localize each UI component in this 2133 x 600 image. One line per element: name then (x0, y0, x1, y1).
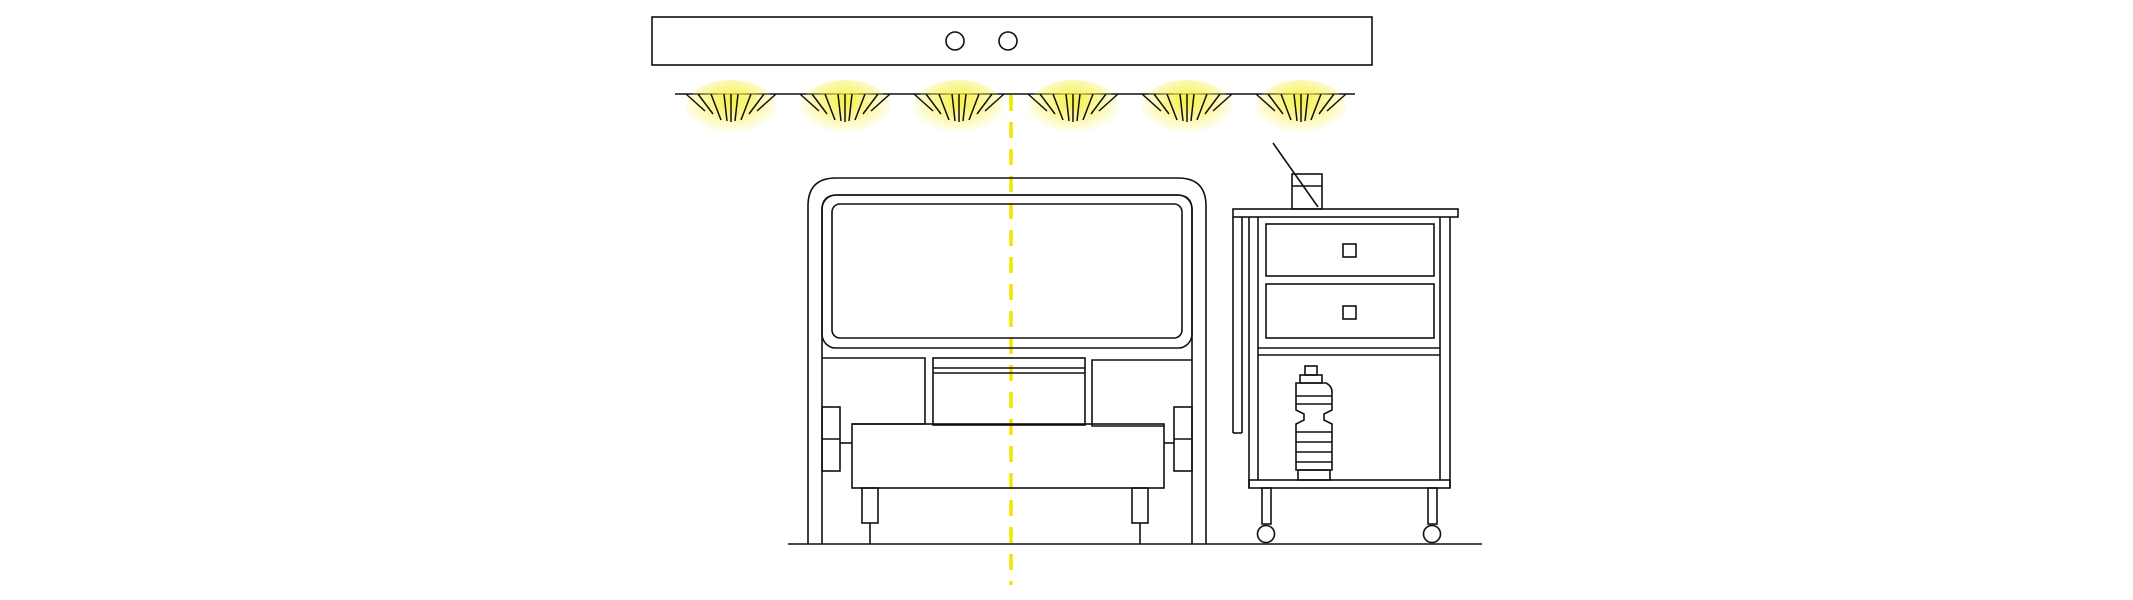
light-bar-button-1 (945, 31, 965, 51)
drawer-2 (1265, 283, 1435, 339)
light-bar-button-2 (998, 31, 1018, 51)
light-2 (799, 80, 891, 140)
light-ray (1280, 93, 1292, 121)
light-ray (748, 93, 765, 115)
light-ray (1141, 93, 1162, 112)
cabinet-top (1232, 208, 1459, 218)
light-ray (837, 93, 842, 122)
bedside-cabinet (1232, 142, 1459, 544)
light-ray (1065, 93, 1070, 122)
light-ray (1052, 93, 1064, 121)
light-ray (811, 93, 828, 115)
bed-leg-left (861, 487, 879, 524)
light-ray (848, 93, 853, 122)
lights-group (685, 80, 1347, 140)
light-ray (1326, 93, 1347, 112)
headboard-panel-frame (821, 194, 1193, 349)
light-ray (710, 93, 722, 121)
light-ray (1179, 93, 1184, 122)
light-ray (1076, 93, 1081, 122)
light-ray (1204, 93, 1221, 115)
light-bar (651, 16, 1373, 66)
light-ray (1082, 93, 1094, 121)
bed (807, 177, 1207, 544)
light-ray (862, 93, 879, 115)
caster-left (1256, 524, 1276, 544)
light-ray (734, 93, 739, 122)
light-ray (962, 93, 967, 122)
water-bottle (1295, 365, 1333, 481)
headboard-panel (831, 203, 1183, 339)
drawer-1-handle (1342, 243, 1357, 258)
light-ray (1098, 93, 1119, 112)
drawer-1 (1265, 223, 1435, 277)
cabinet-bottom-shelf (1248, 479, 1451, 489)
light-ray (697, 93, 714, 115)
light-ray (1310, 93, 1322, 121)
light-ray (685, 93, 706, 112)
light-ray (723, 93, 728, 122)
bed-leg-right (1131, 487, 1149, 524)
light-ray (925, 93, 942, 115)
light-ray (1293, 93, 1298, 122)
light-3 (913, 80, 1005, 140)
light-ray (976, 93, 993, 115)
light-ray (1039, 93, 1056, 115)
light-ray (1166, 93, 1178, 121)
light-ray (1090, 93, 1107, 115)
light-ray (1212, 93, 1233, 112)
mattress-left-section (822, 357, 926, 425)
light-4 (1027, 80, 1119, 140)
light-ray (984, 93, 1005, 112)
light-ray (1267, 93, 1284, 115)
light-ray (870, 93, 891, 112)
light-ray (799, 93, 820, 112)
light-ray (854, 93, 866, 121)
light-ray (1190, 93, 1195, 122)
light-ray (951, 93, 956, 122)
cup-with-straw (1272, 142, 1323, 210)
light-ray (1153, 93, 1170, 115)
mattress-middle-section (932, 357, 1086, 426)
light-ray (824, 93, 836, 121)
light-6 (1255, 80, 1347, 140)
light-ray (740, 93, 752, 121)
light-ray (756, 93, 777, 112)
light-ray (1027, 93, 1048, 112)
drawer-2-handle (1342, 305, 1357, 320)
light-ray (968, 93, 980, 121)
light-ray (913, 93, 934, 112)
caster-right (1422, 524, 1442, 544)
light-5 (1141, 80, 1233, 140)
light-ray (1318, 93, 1335, 115)
bed-base (851, 423, 1165, 489)
light-ray (1255, 93, 1276, 112)
light-ray (1304, 93, 1309, 122)
light-ray (938, 93, 950, 121)
mattress-right-section (1091, 359, 1192, 427)
light-1 (685, 80, 777, 140)
headboard-outer (807, 177, 1207, 544)
light-ray (1196, 93, 1208, 121)
